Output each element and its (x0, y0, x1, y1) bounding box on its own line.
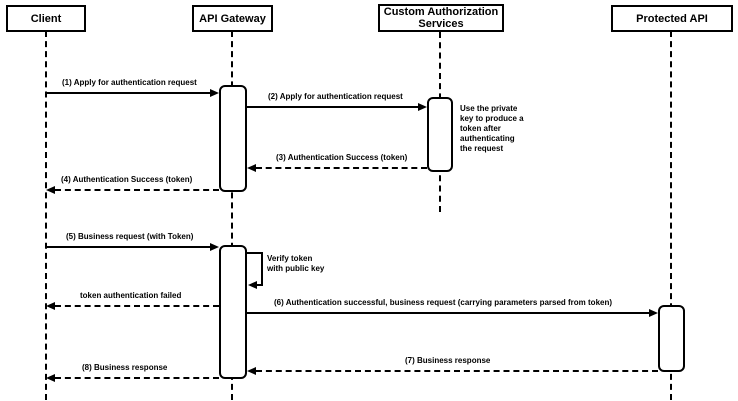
message-8-arrowhead-icon (46, 374, 55, 382)
message-7-line (256, 370, 658, 372)
actor-box-client: Client (6, 5, 86, 32)
message-4-label: (4) Authentication Success (token) (61, 175, 193, 184)
message-8-label: (8) Business response (82, 363, 168, 372)
self-message-vertical-line (261, 252, 263, 286)
note-private-key: Use the private key to produce a token a… (460, 104, 524, 153)
message-4-arrowhead-icon (46, 186, 55, 194)
message-4-line (55, 189, 219, 191)
message-1-line (47, 92, 211, 94)
message-fail-line (55, 305, 219, 307)
message-7-arrowhead-icon (247, 367, 256, 375)
message-fail-arrowhead-icon (46, 302, 55, 310)
message-3-arrowhead-icon (247, 164, 256, 172)
message-1-label: (1) Apply for authentication request (62, 78, 197, 87)
message-6-arrowhead-icon (649, 309, 658, 317)
self-message-arrowhead-icon (248, 281, 257, 289)
actor-label-protected-api: Protected API (636, 12, 708, 25)
message-8-line (55, 377, 219, 379)
message-3-line (256, 167, 427, 169)
message-2-arrowhead-icon (418, 103, 427, 111)
lifeline-protected-api (670, 31, 672, 400)
actor-box-custom-authorization-services: Custom Authorization Services (378, 4, 504, 32)
message-1-arrowhead-icon (210, 89, 219, 97)
activation-api-gateway-2 (219, 245, 247, 379)
lifeline-client (45, 31, 47, 400)
message-7-label: (7) Business response (405, 356, 491, 365)
lifeline-api-gateway (231, 31, 233, 400)
actor-box-protected-api: Protected API (611, 5, 733, 32)
activation-protected-api (658, 305, 685, 372)
actor-label-client: Client (30, 12, 62, 25)
activation-custom-authorization-services (427, 97, 453, 172)
self-message-label: Verify token with public key (267, 254, 325, 273)
message-2-label: (2) Apply for authentication request (268, 92, 403, 101)
activation-api-gateway-1 (219, 85, 247, 192)
message-5-line (47, 246, 211, 248)
message-6-line (247, 312, 649, 314)
message-3-label: (3) Authentication Success (token) (276, 153, 408, 162)
message-fail-label: token authentication failed (80, 291, 182, 300)
message-5-arrowhead-icon (210, 243, 219, 251)
actor-box-api-gateway: API Gateway (192, 5, 273, 32)
actor-label-api-gateway: API Gateway (199, 12, 266, 25)
self-message-bottom-line (256, 284, 263, 286)
message-6-label: (6) Authentication successful, business … (274, 298, 613, 307)
message-2-line (247, 106, 419, 108)
actor-label-custom-authorization-services: Custom Authorization Services (383, 6, 499, 30)
self-message-top-line (247, 252, 263, 254)
message-5-label: (5) Business request (with Token) (66, 232, 194, 241)
